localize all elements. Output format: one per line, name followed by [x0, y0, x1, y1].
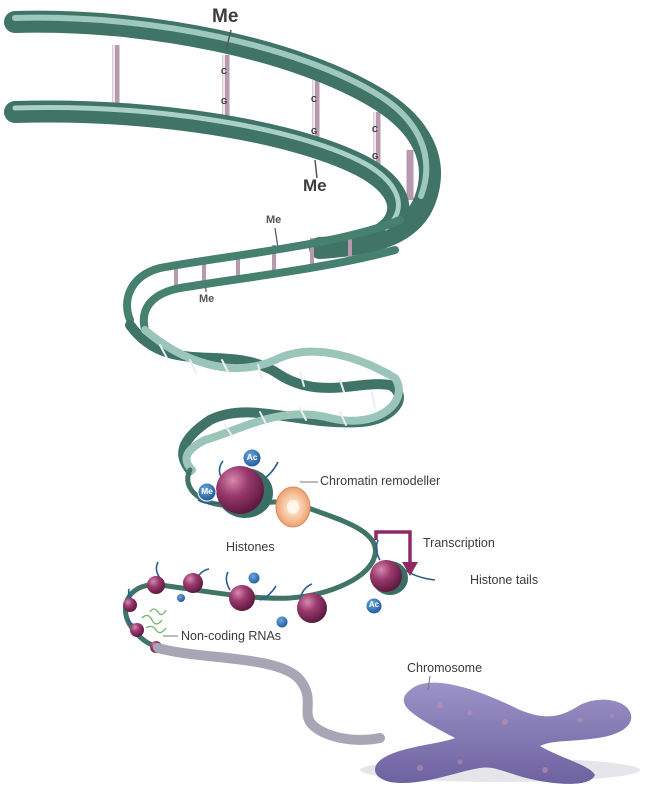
dna-double-helix — [130, 325, 399, 470]
transcription-label: Transcription — [423, 536, 495, 550]
dna-ladder-top — [15, 18, 430, 248]
chromosome-shape — [360, 683, 640, 784]
histones-label: Histones — [226, 540, 275, 554]
chromatin-remodeller-shape — [276, 487, 310, 527]
dna-ladder-mid — [127, 220, 400, 330]
cpg-g-1: G — [221, 97, 227, 106]
noncoding-rnas-label: Non-coding RNAs — [181, 629, 281, 643]
methyl-label-small-1: Me — [266, 214, 281, 226]
chromatin-remodeller-label: Chromatin remodeller — [320, 474, 440, 488]
cpg-g-3: G — [372, 152, 378, 161]
acetyl-tag-2: Ac — [367, 600, 381, 609]
cpg-g-2: G — [311, 127, 317, 136]
cpg-c-3: C — [372, 125, 378, 134]
chromosome-label: Chromosome — [407, 661, 482, 675]
acetyl-tag: Ac — [245, 452, 259, 462]
cpg-c-1: C — [221, 67, 227, 76]
fiber-to-chromosome — [158, 648, 380, 740]
methyl-label-mid: Me — [303, 176, 327, 196]
histones — [123, 466, 408, 653]
methyl-label-top: Me — [212, 6, 238, 28]
histone-tails-label: Histone tails — [470, 573, 538, 587]
cpg-c-2: C — [311, 95, 317, 104]
noncoding-rna-squiggles — [142, 609, 166, 633]
methyl-label-small-2: Me — [199, 293, 214, 305]
methyl-tag: Me — [200, 486, 214, 496]
